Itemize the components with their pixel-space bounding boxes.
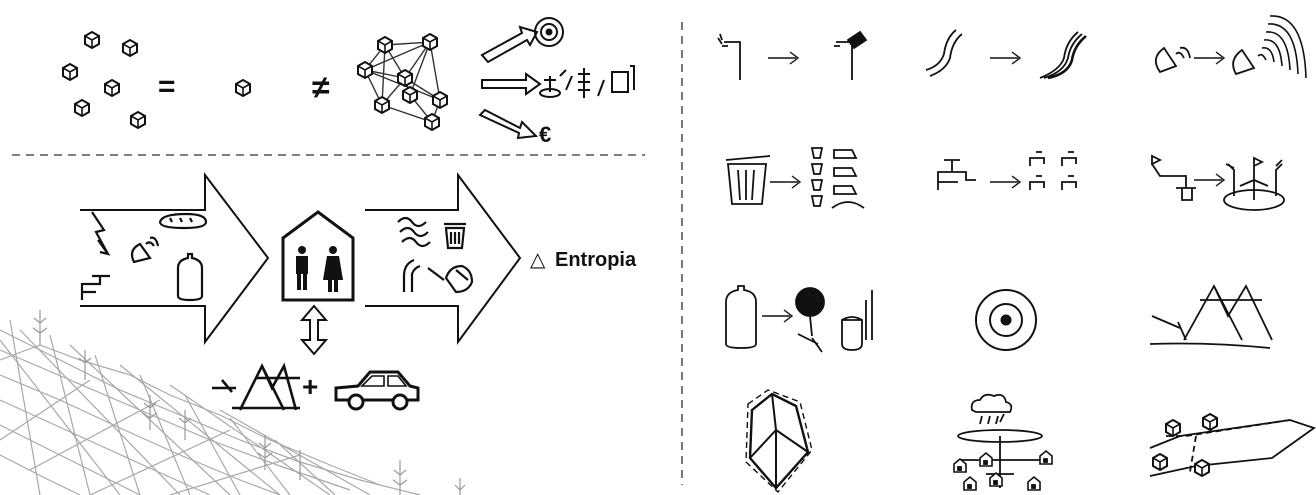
tap-transformation xyxy=(937,151,1077,190)
input-arrow xyxy=(80,172,270,345)
tent-camp-icon xyxy=(1149,284,1273,349)
target-large-icon xyxy=(975,289,1037,351)
waste-truck-icon xyxy=(427,264,474,294)
sketched-house-icon xyxy=(745,389,813,494)
scattered-houses-group xyxy=(62,31,146,129)
heat-waves-icon xyxy=(397,216,431,248)
road-transformation xyxy=(925,29,1087,80)
trash-bin-transformation xyxy=(725,147,865,209)
output-waste-icons xyxy=(397,216,474,294)
bread-icon xyxy=(158,212,208,230)
lightning-icon xyxy=(91,211,111,256)
single-house-icon xyxy=(235,79,251,97)
network-icon xyxy=(357,33,448,131)
terrain-houses-icon xyxy=(1149,413,1316,477)
trash-bin-icon xyxy=(444,222,466,250)
equals-symbol: = xyxy=(158,70,176,103)
gas-tank-icon xyxy=(176,252,204,302)
satellite-dish-transformation xyxy=(1154,15,1307,79)
community-services-icons xyxy=(539,65,635,98)
target-icon xyxy=(534,17,564,47)
output-arrow xyxy=(365,171,522,346)
input-resource-icons xyxy=(80,211,208,302)
solar-lamp-transformation xyxy=(717,30,868,80)
tree-sketches xyxy=(32,310,466,495)
family-house-icon xyxy=(281,210,355,302)
euro-symbol: € xyxy=(539,122,551,147)
gas-to-compost-transformation xyxy=(725,285,873,353)
smoke-pipe-icon xyxy=(402,258,421,292)
plus-symbol: + xyxy=(302,371,318,402)
tent-icon xyxy=(212,362,300,411)
outcome-arrows xyxy=(478,25,542,140)
car-icon xyxy=(334,370,420,411)
flag-distribution-transformation xyxy=(1151,154,1285,211)
bidirectional-arrow xyxy=(299,304,329,356)
satellite-dish-icon xyxy=(130,236,160,264)
delta-symbol: △ xyxy=(530,249,546,271)
tap-icon xyxy=(80,274,110,300)
entropia-label: Entropia xyxy=(555,249,637,271)
rain-cloud-network-icon xyxy=(953,393,1053,491)
not-equal-symbol: ≠ xyxy=(312,69,330,105)
